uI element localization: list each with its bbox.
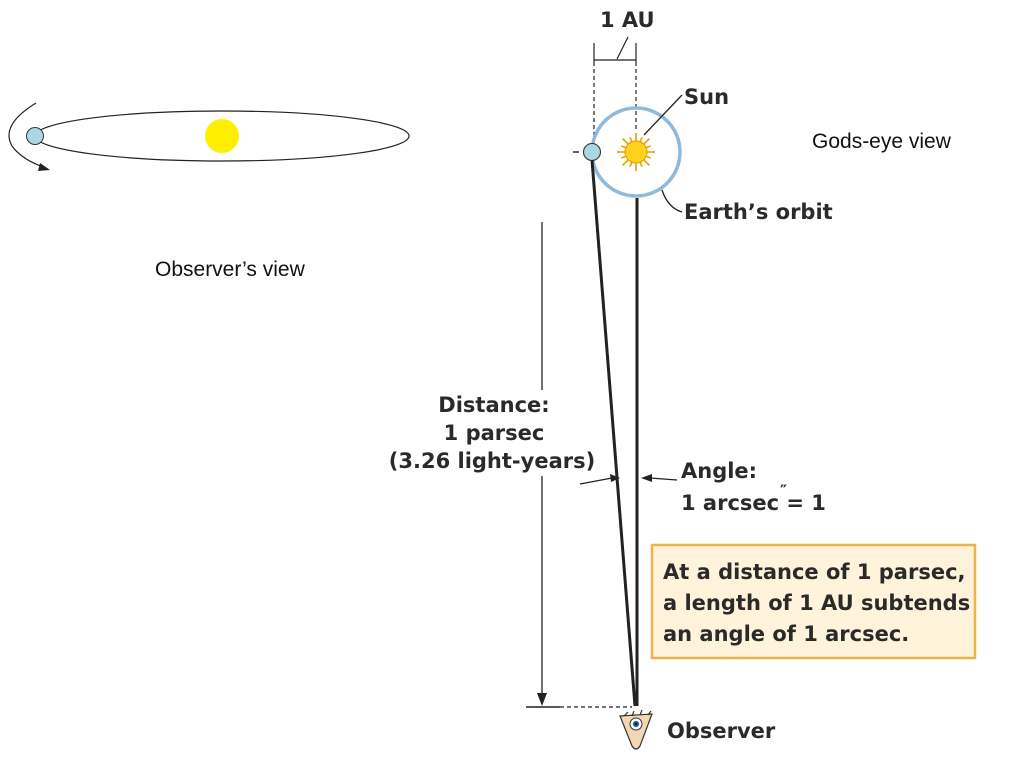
sun-ray xyxy=(629,136,633,143)
eye-icon xyxy=(619,709,653,750)
sun-ray xyxy=(639,136,643,143)
angle-value: 1 arcsec = 1 xyxy=(681,491,826,515)
sun-ray xyxy=(645,145,652,149)
earths-orbit-leader xyxy=(661,189,683,213)
one-au-dimension: 1 AU xyxy=(593,8,655,146)
callout-line-1: At a distance of 1 parsec, xyxy=(663,560,966,584)
sun-leader xyxy=(643,94,683,136)
observers-view-panel: Observer’s view xyxy=(8,102,410,281)
callout-line-3: an angle of 1 arcsec. xyxy=(663,622,909,646)
orbit-system: Sun Earth’s orbit xyxy=(573,85,833,224)
one-au-label: 1 AU xyxy=(600,8,655,32)
observer-group: Observer xyxy=(619,709,776,750)
angle-indicator: Angle: 1 arcsec = 1 ″ xyxy=(579,459,826,515)
earth-icon xyxy=(582,142,602,162)
angle-title: Angle: xyxy=(681,459,757,483)
orbit-arrow-icon xyxy=(8,102,50,171)
observer-label: Observer xyxy=(667,719,776,743)
sun-ray xyxy=(621,137,629,145)
sight-lines xyxy=(590,159,639,707)
sun-ray xyxy=(620,145,627,149)
sun-icon xyxy=(617,133,655,171)
observers-view-label: Observer’s view xyxy=(155,258,306,281)
earth-icon xyxy=(26,127,44,145)
angle-arcsec-mark: ″ xyxy=(780,481,787,500)
sun-ray xyxy=(643,159,651,167)
distance-dimension: Distance: 1 parsec (3.26 light-years) xyxy=(389,222,632,708)
callout-box: At a distance of 1 parsec, a length of 1… xyxy=(650,543,977,660)
sun-ray xyxy=(643,137,651,145)
sun-ray xyxy=(620,155,627,159)
callout-line-2: a length of 1 AU subtends xyxy=(663,591,970,615)
gods-eye-view-label: Gods-eye view xyxy=(812,130,952,153)
sun-flat xyxy=(205,119,239,153)
sun-core xyxy=(624,140,648,164)
sun-label: Sun xyxy=(684,85,729,109)
distance-value: 1 parsec xyxy=(444,421,545,445)
sun-ray xyxy=(621,159,629,167)
sight-line-earth xyxy=(590,159,637,707)
earths-orbit-label: Earth’s orbit xyxy=(684,200,833,224)
sun-ray xyxy=(639,161,643,168)
distance-title: Distance: xyxy=(438,393,549,417)
sun-ray xyxy=(629,161,633,168)
sun-ray xyxy=(645,155,652,159)
distance-lightyears: (3.26 light-years) xyxy=(389,449,595,473)
